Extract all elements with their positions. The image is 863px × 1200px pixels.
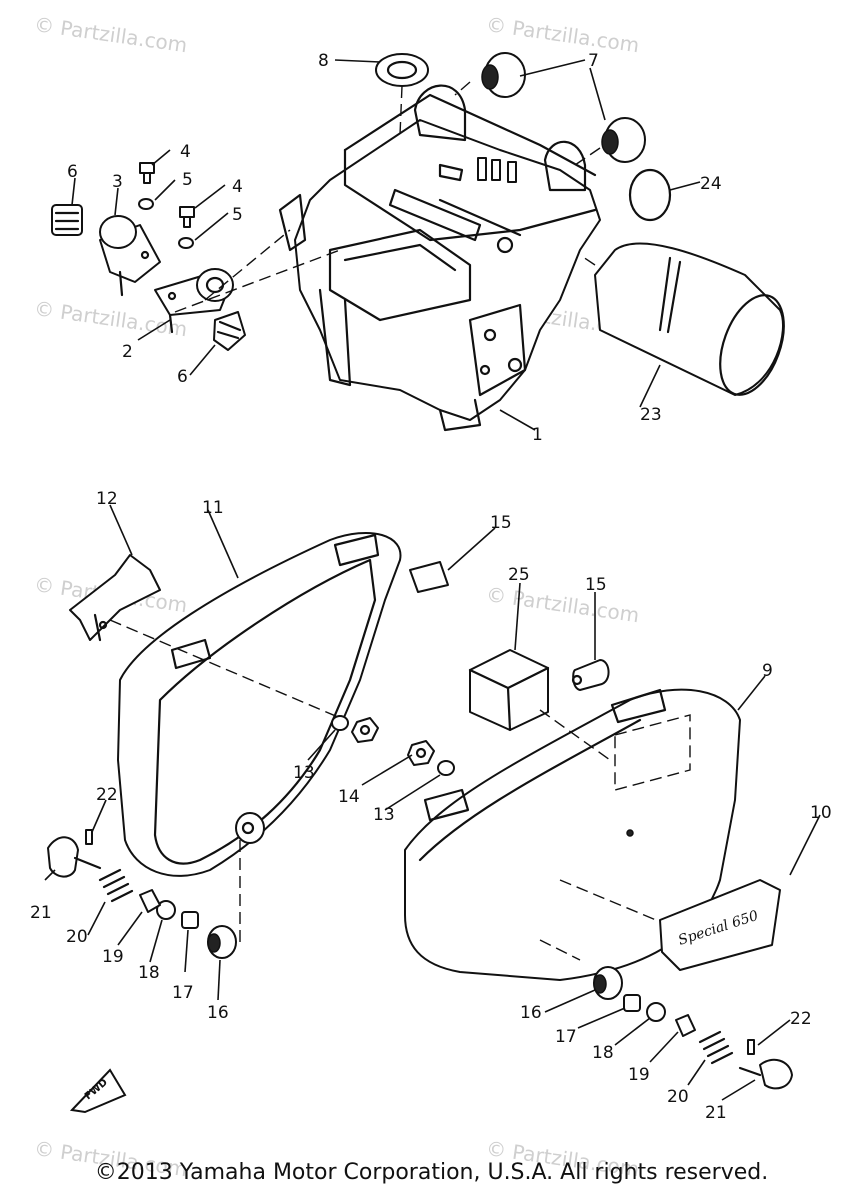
callout-21: 21 <box>30 903 52 923</box>
washer-part-5 <box>138 198 194 249</box>
callout-12: 12 <box>96 489 118 509</box>
callout-16: 16 <box>520 1003 542 1023</box>
bracket-part-2 <box>154 268 234 334</box>
callout-5: 5 <box>182 170 193 190</box>
bracket-part-3 <box>99 215 161 297</box>
callout-23: 23 <box>640 405 662 425</box>
spring-part-20 <box>98 868 734 1065</box>
callout-1: 1 <box>532 425 543 445</box>
callout-10: 10 <box>810 803 832 823</box>
callout-4: 4 <box>180 142 191 162</box>
callout-19: 19 <box>628 1065 650 1085</box>
callout-4: 4 <box>232 177 243 197</box>
callout-2: 2 <box>122 342 133 362</box>
callout-3: 3 <box>112 172 123 192</box>
copyright-notice: ©2013 Yamaha Motor Corporation, U.S.A. A… <box>94 1160 769 1185</box>
callout-22: 22 <box>96 785 118 805</box>
callout-13: 13 <box>293 763 315 783</box>
grommet-part-6 <box>51 204 246 351</box>
bolt-part-4 <box>139 162 195 228</box>
callout-11: 11 <box>202 498 224 518</box>
pin-part-22 <box>85 829 755 1055</box>
callout-7: 7 <box>588 51 599 71</box>
callout-25: 25 <box>508 565 530 585</box>
callout-17: 17 <box>172 983 194 1003</box>
callout-20: 20 <box>66 927 88 947</box>
battery-box-part-1 <box>278 84 601 432</box>
callout-22: 22 <box>790 1009 812 1029</box>
washer-part-18 <box>156 900 666 1022</box>
side-cover-right-part-9 <box>404 688 741 981</box>
band-part-24 <box>628 168 672 222</box>
fwd-direction-badge: FWD <box>69 1068 127 1114</box>
callout-8: 8 <box>318 51 329 71</box>
grommet-part-16 <box>207 925 623 1000</box>
callout-6: 6 <box>67 162 78 182</box>
callout-9: 9 <box>762 661 773 681</box>
leader-lines <box>44 59 821 1101</box>
callout-18: 18 <box>592 1043 614 1063</box>
callout-17: 17 <box>555 1027 577 1047</box>
callout-5: 5 <box>232 205 243 225</box>
cover-part-23 <box>579 242 785 396</box>
block-part-25 <box>468 649 550 732</box>
damper-part-7 <box>454 52 646 166</box>
callout-16: 16 <box>207 1003 229 1023</box>
callout-20: 20 <box>667 1087 689 1107</box>
side-cover-left-part-11 <box>117 532 402 877</box>
callout-14: 14 <box>338 787 360 807</box>
callout-numbers: 1 2 3 4 4 5 5 6 6 7 8 9 10 11 12 13 13 1… <box>30 51 832 1123</box>
callout-19: 19 <box>102 947 124 967</box>
callout-15: 15 <box>490 513 512 533</box>
callout-21: 21 <box>705 1103 727 1123</box>
emblem-part-10: Special 650 <box>659 879 781 971</box>
washer-part-13 <box>331 715 455 776</box>
grommet-part-8 <box>375 53 429 136</box>
callout-18: 18 <box>138 963 160 983</box>
nut-part-14 <box>351 717 435 766</box>
bracket-part-12 <box>69 554 161 642</box>
callout-13: 13 <box>373 805 395 825</box>
screw-part-21 <box>47 836 793 1090</box>
clip-part-15 <box>409 561 610 691</box>
plate-part-19 <box>139 889 696 1037</box>
callout-6: 6 <box>177 367 188 387</box>
callout-24: 24 <box>700 174 722 194</box>
collar-part-17 <box>181 911 641 1012</box>
callout-15: 15 <box>585 575 607 595</box>
